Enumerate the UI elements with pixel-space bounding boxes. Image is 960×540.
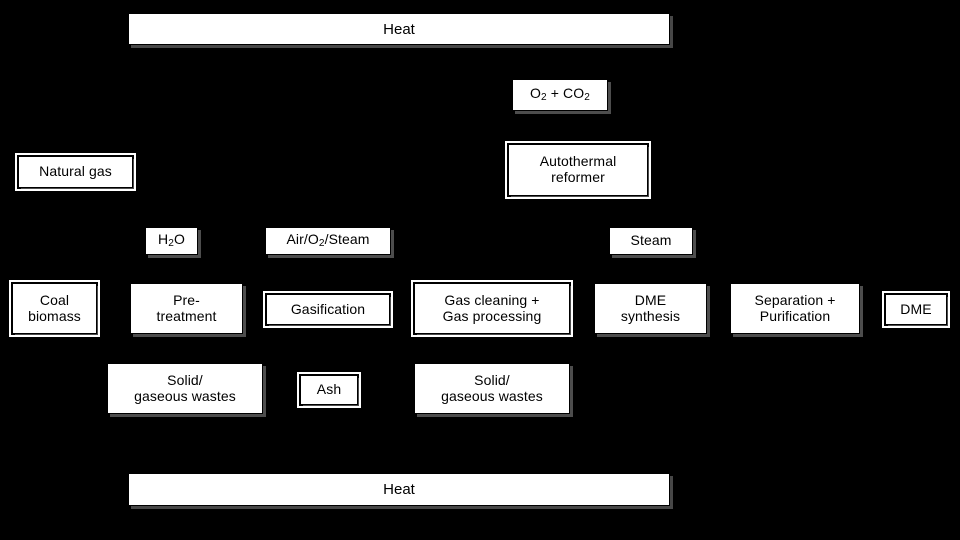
pre-treatment-label: Pre-treatment bbox=[156, 291, 217, 324]
node-natural-gas: Natural gas bbox=[15, 153, 136, 191]
wastes-left-label: Solid/gaseous wastes bbox=[134, 371, 236, 404]
node-pre-treatment: Pre-treatment bbox=[130, 283, 243, 334]
node-steam: Steam bbox=[609, 227, 693, 255]
node-ash: Ash bbox=[297, 372, 361, 408]
steam-label: Steam bbox=[630, 232, 672, 249]
node-dme-product: DME bbox=[882, 291, 950, 328]
node-air-o2-steam: Air/O2/Steam bbox=[265, 227, 391, 255]
h2o-label: H2O bbox=[158, 231, 185, 250]
natural-gas-label: Natural gas bbox=[39, 163, 112, 180]
node-o2-co2: O2 + CO2 bbox=[512, 79, 608, 111]
gas-cleaning-label: Gas cleaning +Gas processing bbox=[442, 291, 542, 324]
node-gas-cleaning: Gas cleaning +Gas processing bbox=[411, 280, 573, 337]
node-wastes-right: Solid/gaseous wastes bbox=[414, 363, 570, 414]
separation-purification-label: Separation +Purification bbox=[754, 291, 836, 324]
bar-heat-top: Heat bbox=[128, 13, 670, 45]
node-gasification: Gasification bbox=[263, 291, 393, 328]
node-separation-purification: Separation +Purification bbox=[730, 283, 860, 334]
node-h2o: H2O bbox=[145, 227, 198, 255]
o2-co2-label: O2 + CO2 bbox=[530, 85, 590, 104]
air-o2-steam-label: Air/O2/Steam bbox=[286, 231, 370, 250]
bar-heat-bottom: Heat bbox=[128, 473, 670, 506]
heat-bottom-label: Heat bbox=[383, 481, 415, 498]
gasification-label: Gasification bbox=[290, 300, 366, 317]
wastes-right-label: Solid/gaseous wastes bbox=[441, 371, 543, 404]
node-wastes-left: Solid/gaseous wastes bbox=[107, 363, 263, 414]
heat-top-label: Heat bbox=[383, 20, 415, 38]
dme-product-label: DME bbox=[900, 300, 932, 317]
ash-label: Ash bbox=[316, 381, 342, 398]
